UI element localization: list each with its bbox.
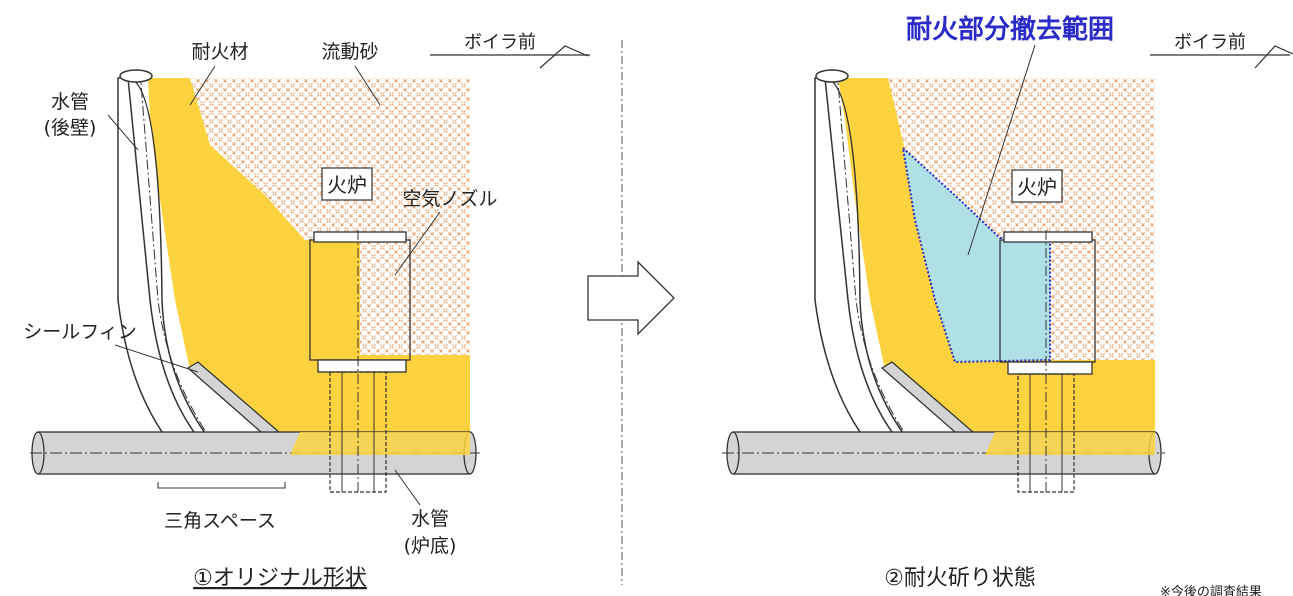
bottom-pipe-label-2: (炉底) — [404, 535, 457, 557]
transition-arrow-icon — [587, 260, 675, 336]
sand-region-right — [888, 78, 1155, 360]
rear-pipe-label-2: (後壁) — [44, 117, 97, 139]
triangle-space-bracket — [157, 482, 286, 489]
refractory-label: 耐火材 — [191, 41, 248, 63]
boiler-front-label-right: ボイラ前 — [1174, 32, 1246, 53]
seal-fin-label: シールフィン — [23, 321, 137, 343]
boiler-front-label: ボイラ前 — [464, 32, 536, 53]
removal-range-title: 耐火部分撤去範囲 — [906, 14, 1114, 45]
bottom-pipe-label-1: 水管 — [411, 508, 449, 530]
air-nozzle-label: 空気ノズル — [402, 188, 497, 210]
furnace-label: 火炉 — [327, 173, 367, 197]
sand-region — [190, 78, 470, 355]
removal-range — [901, 145, 1051, 364]
triangle-space-label: 三角スペース — [164, 510, 276, 532]
right-caption: ②耐火斫り状態 — [884, 566, 1036, 591]
left-panel: 火炉 ボイラ前 耐火材 流動砂 水管 (後壁) 空気ノズル シールフィン 三角ス… — [23, 32, 590, 591]
rear-pipe-label-1: 水管 — [51, 91, 89, 113]
right-panel: 火炉 ボイラ前 耐火部分撤去範囲 ②耐火斫り状態 ※今後の調査結果 — [722, 14, 1293, 596]
footnote: ※今後の調査結果 — [1160, 584, 1262, 596]
sand-label: 流動砂 — [321, 41, 378, 63]
left-caption: ①オリジナル形状 — [193, 566, 367, 591]
furnace-label-right: 火炉 — [1017, 175, 1057, 199]
